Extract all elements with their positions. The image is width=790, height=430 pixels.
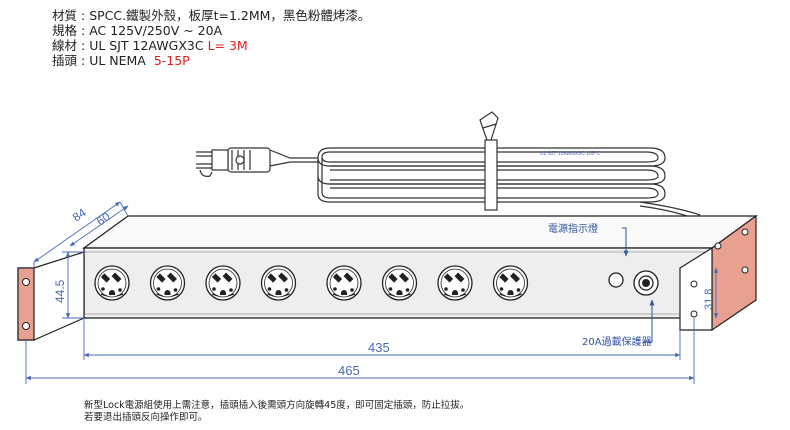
spec-material: 材質 : SPCC.鐵製外殼，板厚t=1.2MM，黑色粉體烤漆。 [52,8,371,23]
power-cord [269,111,701,218]
circuit-breaker [633,270,659,296]
outlet [437,265,473,301]
usage-note-line-2: 若要退出插頭反向操作即可。 [84,412,208,423]
dimension-31-8: 31.8 [703,289,715,310]
outlet [492,265,529,301]
right-rack-ear [679,214,757,332]
dimension-44-5: 44.5 [53,279,67,303]
cable-length: L= 3M [207,38,248,53]
outlet [205,265,241,301]
mount-hole [22,322,30,330]
mount-hole [690,310,698,318]
plug-type: 5-15P [153,53,190,68]
cable-print-label: UL SJT 12AWGX3C 105°C [540,151,601,157]
dimension-height-left [62,251,84,319]
strip-top-face [82,215,758,249]
spec-list: 材質 : SPCC.鐵製外殼，板厚t=1.2MM，黑色粉體烤漆。 規格 : AC… [52,8,370,68]
mount-hole [741,266,749,274]
left-rack-ear [17,251,85,341]
power-indicator-light [608,272,624,288]
usage-note-line-1: 新型Lock電源組使用上需注意，插頭插入後需頭方向旋轉45度，即可固定插頭，防止… [84,400,470,411]
dimension-435: 435 [368,340,390,355]
outlet-row [94,265,529,301]
outlet [149,265,186,301]
outlet [260,265,297,301]
dimension-84: 84 [70,205,89,224]
mount-hole [22,278,30,286]
dimension-width-total [25,318,695,384]
usage-note: 新型Lock電源組使用上需注意，插頭插入後需頭方向旋轉45度，即可固定插頭，防止… [84,400,469,424]
mount-hole [690,280,698,288]
spec-plug: 插頭 : UL NEMA 5-15P [52,53,190,68]
breaker-label: 20A過載保護器 [582,335,652,348]
mount-hole [714,242,722,250]
dimension-depth [33,201,129,268]
plug [196,147,271,177]
dimension-60: 60 [94,209,113,228]
outlet [326,265,362,301]
dimension-width-panel [83,318,681,360]
outlet [94,265,130,301]
spec-cable: 線材 : UL SJT 12AWGX3C L= 3M [52,38,248,53]
power-indicator-label: 電源指示燈 [548,222,598,235]
mount-hole [741,228,749,236]
spec-rating: 規格 : AC 125V/250V ~ 20A [52,23,223,38]
outlet [381,265,418,301]
dimension-465: 465 [338,363,360,378]
